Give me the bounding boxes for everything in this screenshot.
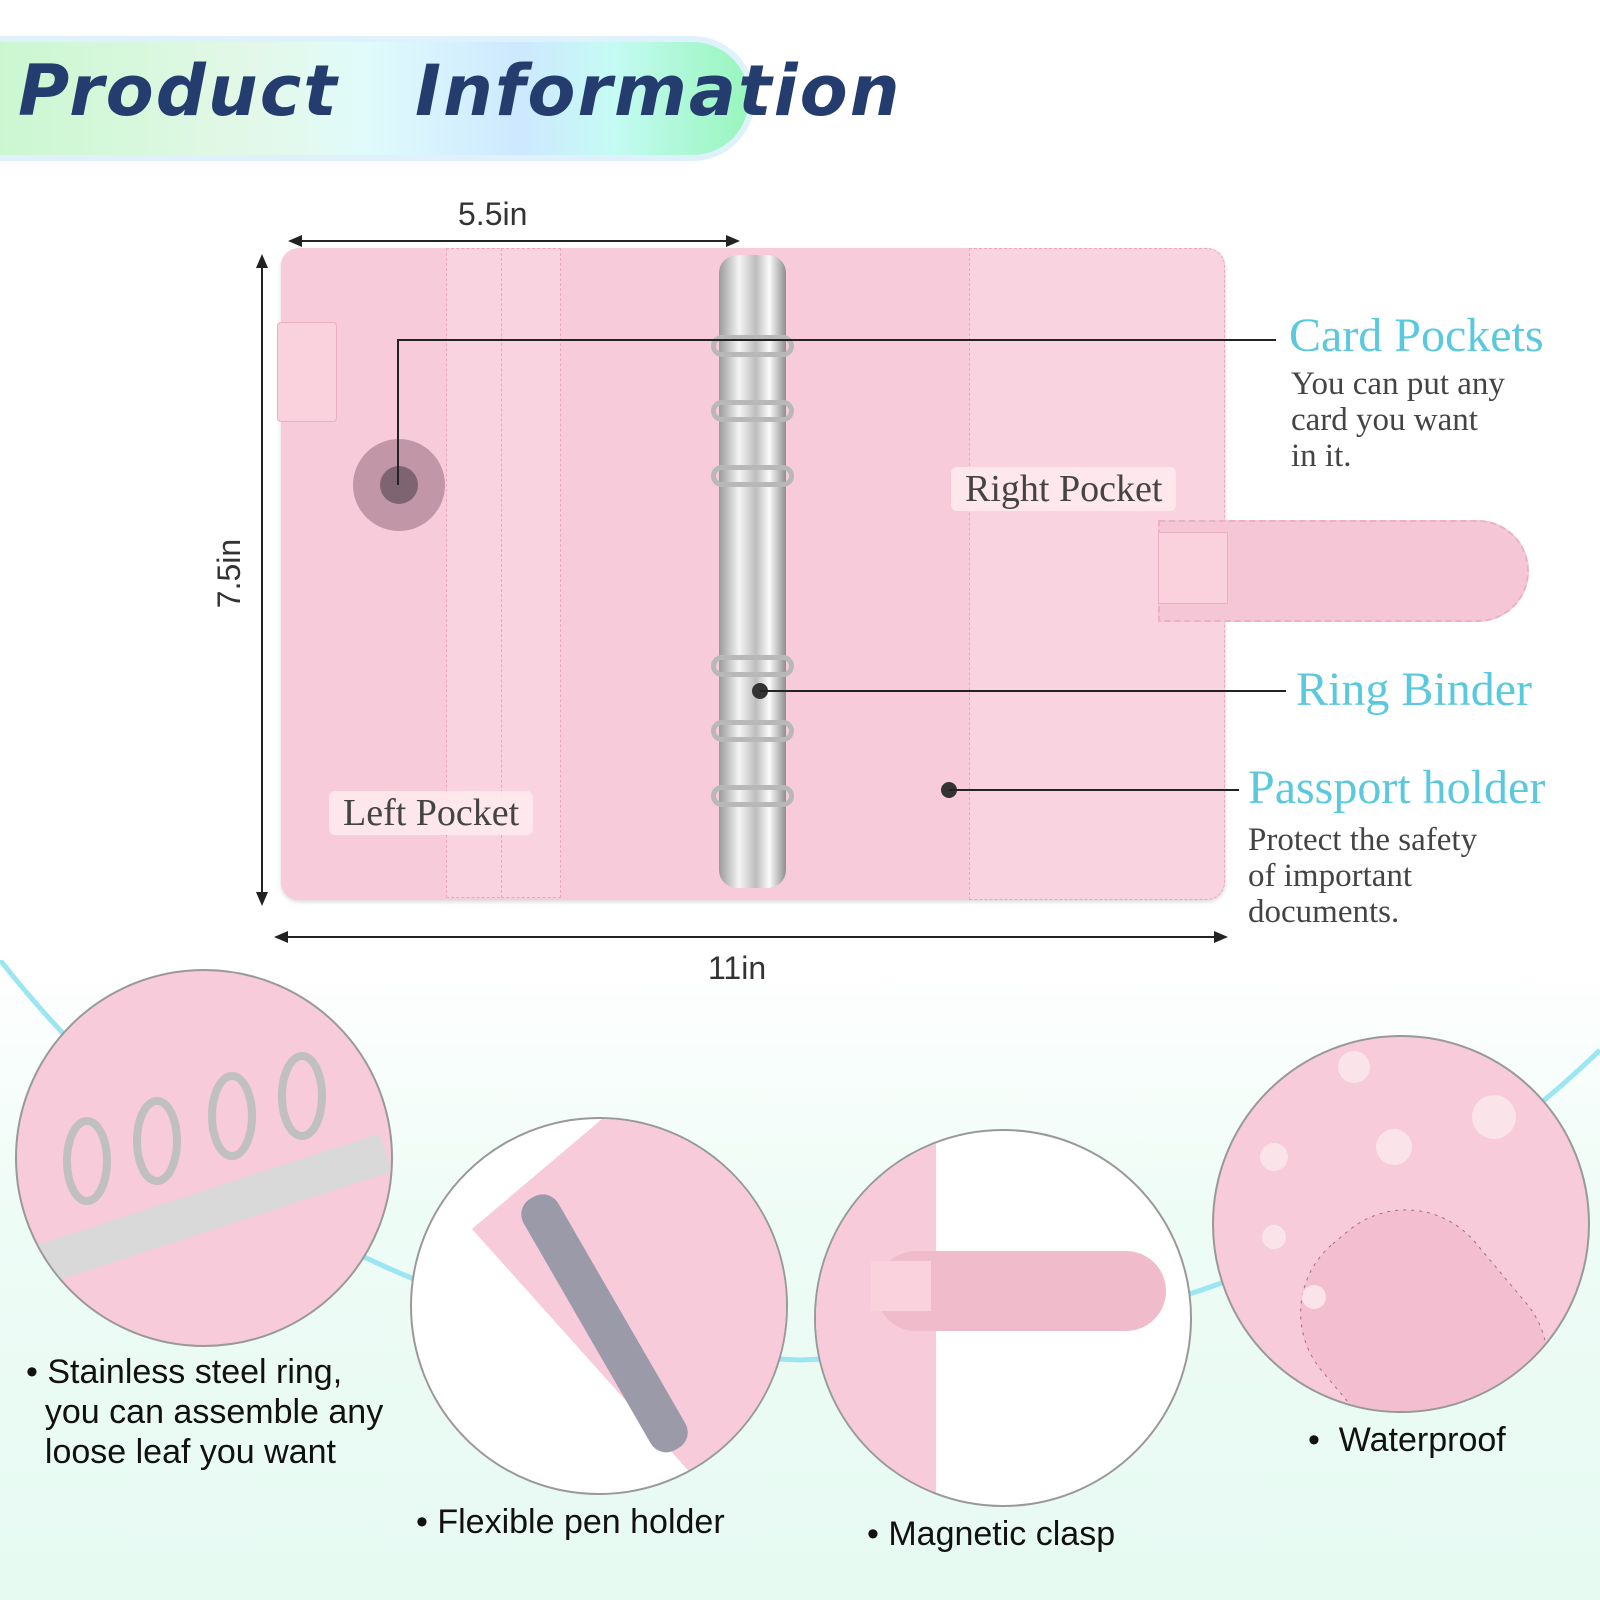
arrowheads [256, 254, 268, 906]
waterproof-caption: • Waterproof [1308, 1421, 1506, 1459]
passport-holder-title: Passport holder [1248, 761, 1546, 814]
waterproof-detail-image [1212, 1035, 1590, 1413]
card-pockets-desc: You can put any card you want in it. [1291, 366, 1505, 474]
width-label: 5.5in [458, 196, 528, 232]
width-arrow [295, 240, 735, 242]
focus-dot [380, 466, 418, 504]
stainless-ring-caption: • Stainless steel ring, you can assemble… [26, 1353, 384, 1471]
card-pocket-slot [501, 248, 561, 898]
ring [711, 335, 794, 357]
ring-binder-title: Ring Binder [1296, 663, 1532, 716]
ring-binder-spine [719, 255, 786, 888]
pen-loop [277, 322, 337, 422]
height-arrow [261, 262, 263, 902]
pen-holder-detail-image [410, 1117, 788, 1495]
arrowheads [274, 931, 1228, 943]
right-pocket-label: Right Pocket [951, 467, 1177, 511]
card-pockets-title: Card Pockets [1289, 309, 1544, 362]
open-width-arrow [282, 936, 1222, 938]
leader-line [397, 339, 1276, 341]
leader-line [949, 789, 1239, 791]
magnetic-clasp-detail-image [814, 1129, 1192, 1507]
open-width-label: 11in [708, 950, 767, 986]
pen-holder-caption: • Flexible pen holder [416, 1503, 725, 1541]
leader-line [397, 340, 399, 485]
leader-line [760, 690, 1286, 692]
strap-loop [1158, 532, 1228, 604]
ring-detail-image [15, 969, 393, 1347]
left-pocket-label: Left Pocket [329, 791, 534, 835]
ring [711, 655, 794, 677]
ring [711, 400, 794, 422]
page-title: Product Information [18, 50, 902, 132]
height-label: 7.5in [211, 538, 248, 609]
ring [711, 465, 794, 487]
title-banner [0, 36, 755, 161]
ring [711, 785, 794, 807]
ring [711, 720, 794, 742]
passport-holder-desc: Protect the safety of important document… [1248, 822, 1478, 930]
magnetic-clasp-caption: • Magnetic clasp [867, 1515, 1116, 1553]
